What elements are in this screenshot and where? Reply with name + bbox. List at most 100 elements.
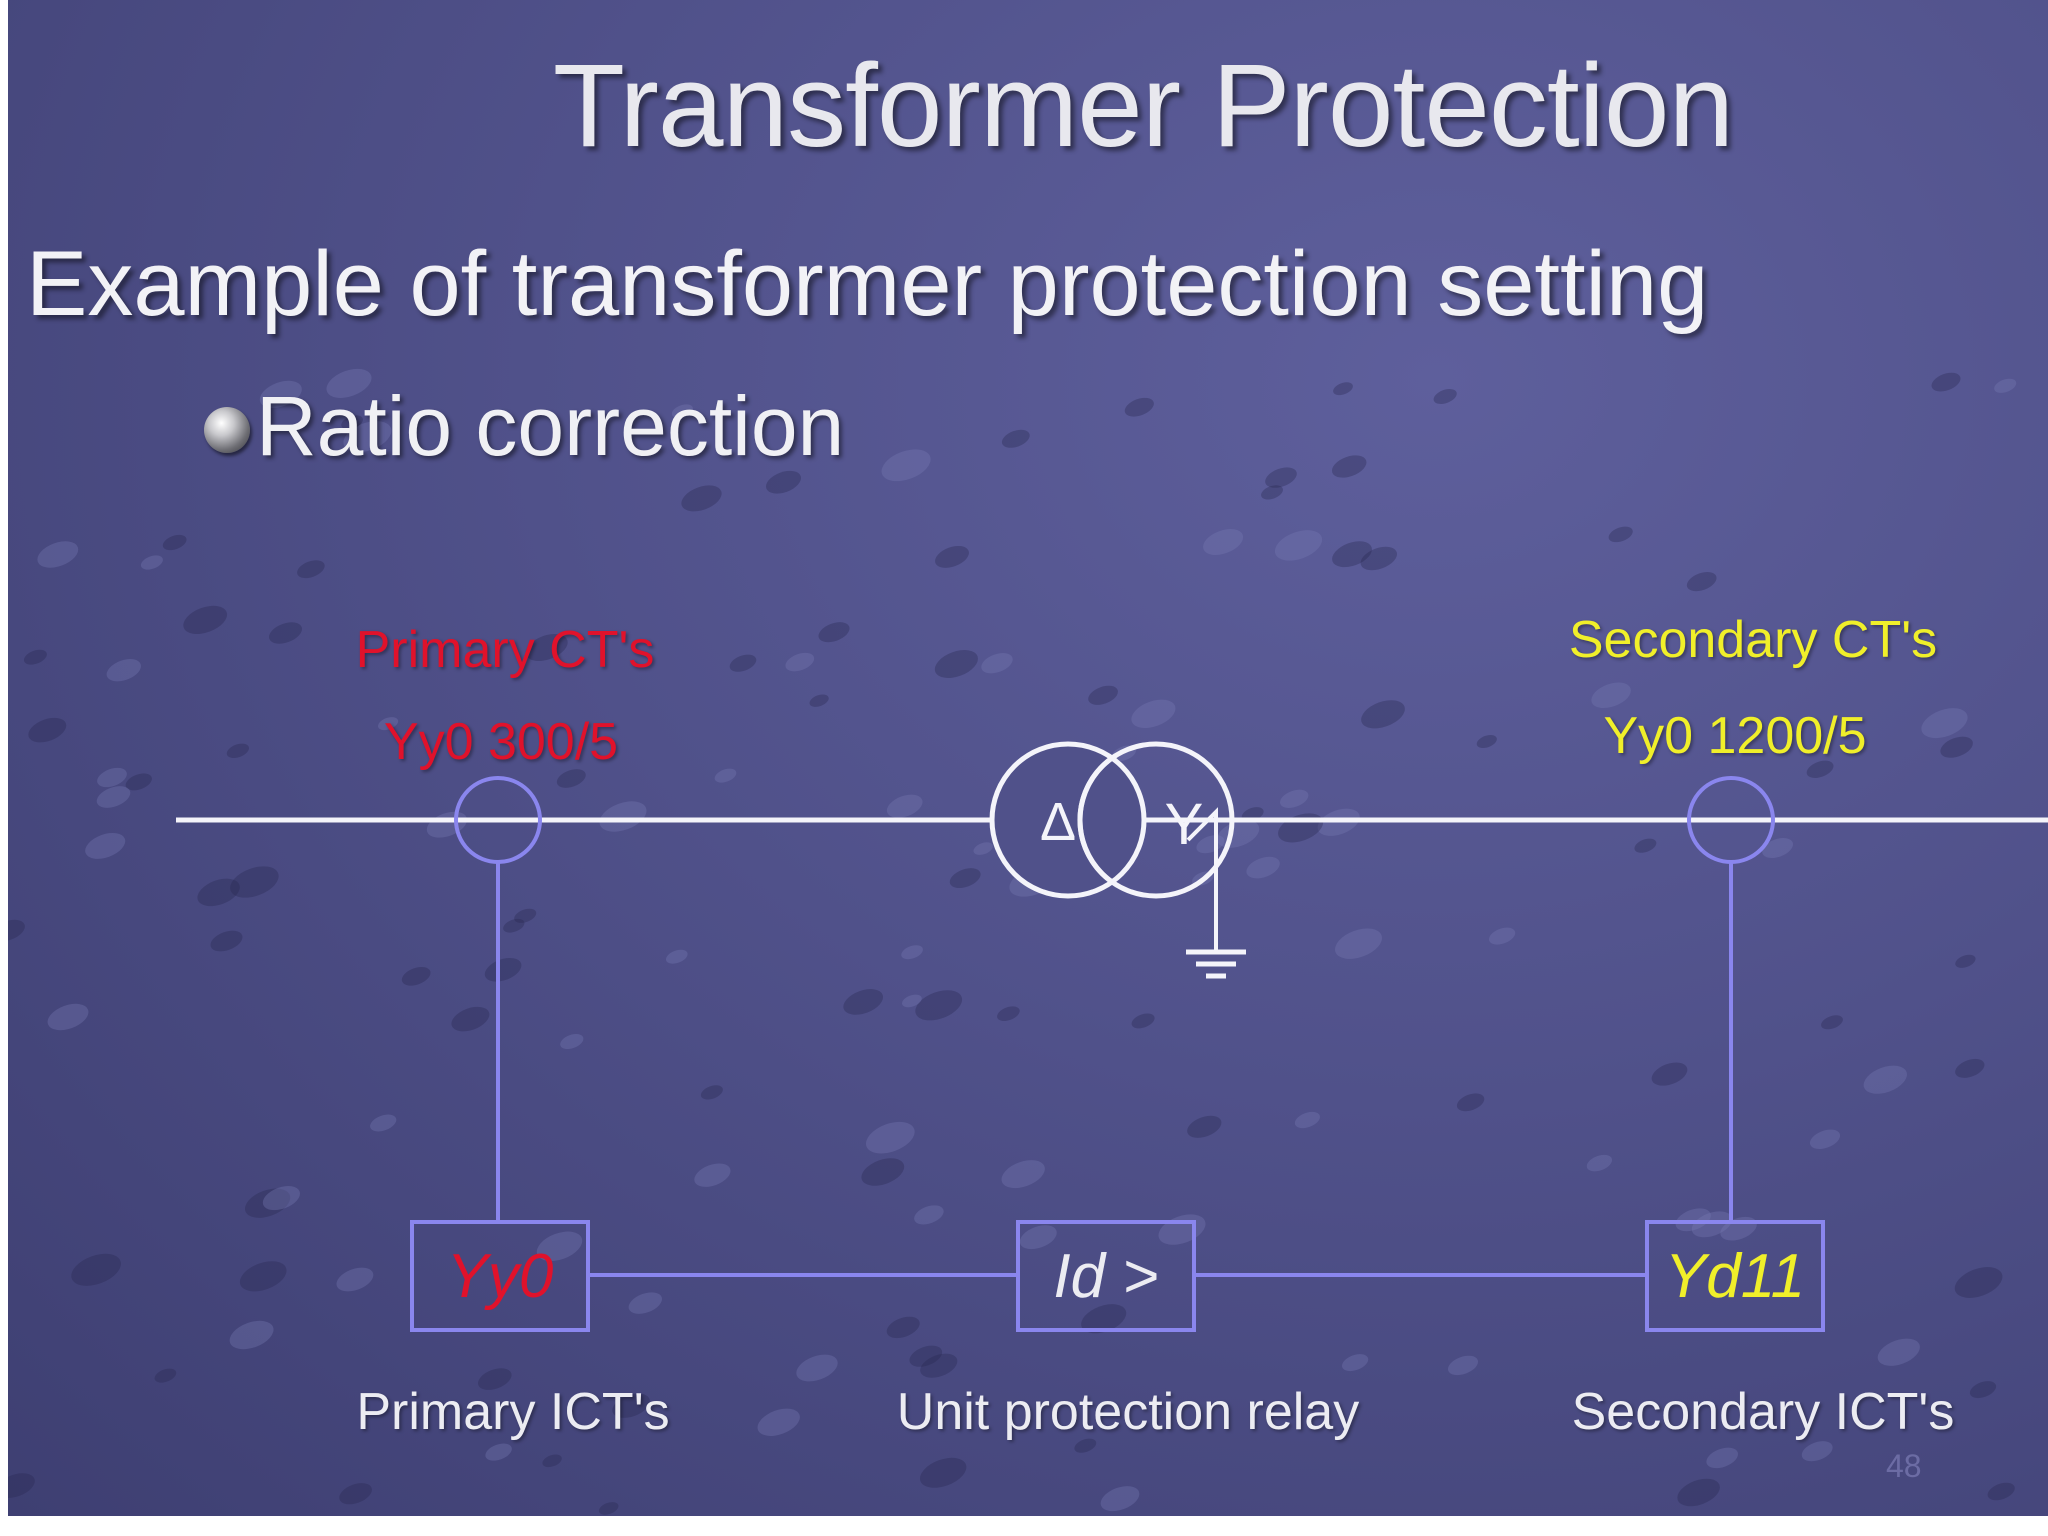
background-dot — [1877, 1338, 1920, 1366]
background-dot — [451, 1006, 490, 1032]
background-dot — [671, 404, 693, 418]
background-dot — [1955, 1058, 1985, 1078]
background-dot — [525, 633, 568, 662]
background-dot — [1863, 1065, 1907, 1094]
background-dot — [886, 1316, 920, 1339]
background-dot — [915, 990, 963, 1021]
background-dot — [269, 622, 302, 644]
background-dot — [1476, 734, 1497, 749]
background-dot — [1651, 1062, 1688, 1086]
background-dot — [1994, 378, 2017, 393]
background-dot — [1954, 1267, 2003, 1298]
background-dot — [378, 717, 399, 731]
background-dot — [981, 653, 1013, 674]
background-dot — [71, 1253, 121, 1286]
background-dot — [1331, 455, 1367, 478]
bullet-item: Ratio correction — [204, 378, 844, 475]
background-dot — [1675, 1208, 1711, 1232]
background-dot — [1131, 699, 1176, 729]
background-dot — [1001, 1160, 1045, 1189]
background-dot — [140, 555, 163, 570]
background-dot — [1806, 760, 1834, 778]
transformer-primary-winding — [989, 741, 1147, 899]
background-dot — [1586, 1154, 1613, 1172]
background-dot — [909, 1345, 943, 1367]
background-dot — [326, 368, 372, 398]
background-dot — [1488, 927, 1516, 945]
background-dot — [1341, 1354, 1369, 1372]
background-dot — [197, 878, 240, 907]
background-dot — [97, 767, 127, 788]
background-dot — [612, 1393, 650, 1418]
background-dot — [628, 1292, 662, 1314]
background-dot — [1691, 1211, 1733, 1238]
background-dot — [1456, 1093, 1485, 1112]
secondary-ct-spec: Yy0 1200/5 — [1603, 707, 1867, 765]
background-dot — [973, 842, 993, 855]
page-title: Transformer Protection — [552, 40, 1734, 172]
background-dot — [920, 1353, 958, 1378]
bullet-sphere-icon — [204, 406, 250, 453]
background-dot — [1677, 1478, 1720, 1507]
background-dot — [1360, 546, 1398, 571]
background-dot — [700, 1085, 723, 1100]
background-dot — [714, 768, 737, 783]
background-dot — [1361, 700, 1405, 729]
background-dot — [1074, 1438, 1097, 1453]
background-dot — [8, 1473, 35, 1498]
background-dot — [162, 534, 187, 551]
primary-ct-label: Primary CT's — [355, 621, 655, 679]
background-dot — [183, 605, 228, 634]
background-dot — [1100, 1486, 1140, 1512]
background-dot — [765, 470, 802, 494]
background-dot — [401, 966, 431, 986]
background-dot — [37, 541, 79, 568]
background-dot — [1246, 856, 1280, 879]
background-dot — [556, 769, 586, 788]
background-dot — [560, 1033, 584, 1050]
background-dot — [1608, 526, 1633, 543]
background-dot — [1762, 837, 1794, 859]
background-dot — [818, 622, 850, 643]
background-dot — [1821, 1015, 1843, 1030]
background-dot — [1940, 736, 1973, 758]
background-dot — [598, 1502, 619, 1515]
background-dot — [28, 717, 67, 743]
background-dot — [503, 918, 525, 933]
background-dot — [106, 659, 141, 682]
background-dot — [230, 866, 279, 898]
background-dot — [226, 743, 250, 759]
background-dot — [536, 1231, 583, 1262]
background-dot — [865, 1121, 915, 1154]
background-dot — [1447, 1355, 1479, 1376]
background-dot — [339, 1483, 372, 1505]
transformer-primary-overlap — [1077, 755, 1114, 885]
secondary-ct-label: Secondary CT's — [1568, 611, 1938, 669]
background-dot — [949, 868, 981, 889]
background-dot — [920, 1457, 967, 1488]
secondary-ict-box: Yd11 — [1645, 1220, 1825, 1332]
background-dot — [886, 794, 923, 818]
background-dot — [729, 654, 757, 672]
background-dot — [47, 1003, 89, 1031]
secondary-ict-caption: Secondary ICT's — [1571, 1383, 1955, 1441]
background-dot — [843, 989, 884, 1015]
background-dot — [259, 380, 302, 409]
primary-ict-caption: Primary ICT's — [356, 1383, 670, 1441]
background-dot — [757, 1408, 800, 1436]
background-dot — [341, 415, 363, 430]
delta-symbol: Δ — [1040, 792, 1076, 852]
background-dot — [1261, 485, 1283, 500]
background-dot — [478, 1368, 512, 1390]
background-dot — [1274, 530, 1323, 561]
background-dot — [262, 1186, 300, 1211]
background-dot — [125, 773, 152, 791]
background-dot — [1124, 397, 1154, 417]
background-dot — [23, 649, 47, 665]
background-dot — [484, 957, 522, 982]
background-dot — [96, 786, 131, 808]
background-dot — [1081, 1304, 1127, 1334]
background-dot — [542, 1454, 562, 1468]
relay-box: Id > — [1016, 1220, 1196, 1332]
background-pattern — [8, 368, 2017, 1515]
